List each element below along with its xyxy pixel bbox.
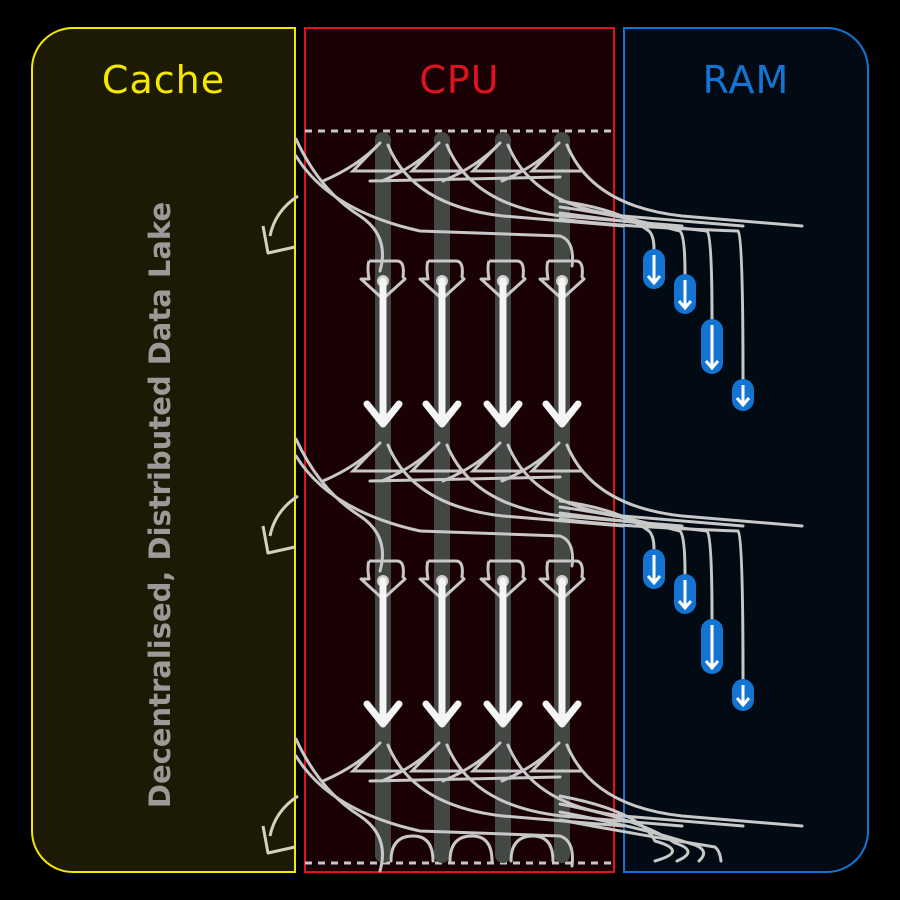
mix-wire	[408, 443, 464, 473]
mix-wire	[469, 743, 525, 773]
merge-nub	[448, 834, 494, 863]
left-entry-wire	[294, 737, 384, 873]
mix-wire	[368, 775, 562, 783]
mix-wire	[386, 443, 625, 528]
ram-pill-down-icon	[704, 360, 720, 371]
cache-out-arrow-icon	[261, 825, 296, 855]
cache-out-wire	[268, 494, 299, 537]
cache-out-wire	[268, 794, 299, 837]
mix-wire	[445, 443, 684, 528]
merge-arrow-icon	[418, 559, 466, 601]
down-arrow-icon	[422, 400, 462, 428]
down-arrow-icon	[483, 700, 523, 728]
mix-wire	[408, 743, 464, 773]
mix-wire	[349, 443, 405, 473]
ram-pill-down-icon	[704, 660, 720, 671]
ram-exit-wire	[558, 818, 723, 863]
ram-panel	[623, 27, 869, 873]
cache-out-wire	[268, 194, 299, 237]
mix-wire	[349, 143, 405, 173]
ram-pill-down-icon	[677, 600, 693, 611]
ram-pill-down-icon	[677, 300, 693, 311]
merge-arrow-icon	[538, 559, 586, 601]
cache-title: Cache	[101, 58, 226, 102]
merge-arrow-icon	[538, 259, 586, 301]
cache-out-arrow-icon	[261, 525, 296, 555]
mix-wire	[528, 143, 584, 173]
mix-wire	[565, 743, 804, 828]
left-entry-wire	[294, 137, 384, 273]
down-arrow-icon	[542, 700, 582, 728]
merge-nub	[389, 834, 435, 863]
mix-wire	[528, 743, 584, 773]
mix-wire	[321, 441, 382, 483]
cache-panel	[31, 27, 296, 873]
ram-pill-down-icon	[646, 275, 662, 286]
mix-wire	[321, 741, 382, 783]
mix-wire	[368, 475, 562, 483]
ram-pill-down-icon	[646, 575, 662, 586]
left-entry-wire	[294, 454, 574, 568]
mix-wire	[386, 143, 625, 228]
ram-pill-down-icon	[735, 697, 751, 708]
mix-wire	[565, 443, 804, 528]
merge-arrow-icon	[418, 259, 466, 301]
merge-nub	[509, 834, 555, 863]
mix-wire	[445, 143, 684, 228]
mix-wire	[528, 443, 584, 473]
merge-arrow-icon	[359, 559, 407, 601]
ram-wire	[558, 199, 656, 251]
mix-wire	[441, 141, 502, 183]
mix-wire	[469, 143, 525, 173]
ram-pill-down-icon	[735, 397, 751, 408]
down-arrow-icon	[542, 400, 582, 428]
ram-wire	[558, 499, 656, 551]
mix-wire	[368, 175, 562, 183]
ram-exit-wire	[558, 794, 674, 863]
merge-arrow-icon	[479, 259, 527, 301]
mix-wire	[565, 143, 804, 228]
ram-wire	[558, 517, 745, 681]
cpu-title: CPU	[419, 58, 500, 102]
mix-wire	[441, 741, 502, 783]
mix-wire	[445, 743, 684, 828]
mix-wire	[321, 141, 382, 183]
mix-wire	[408, 143, 464, 173]
left-entry-wire	[294, 437, 384, 573]
left-entry-wire	[294, 754, 574, 868]
mix-wire	[349, 743, 405, 773]
down-arrow-icon	[483, 400, 523, 428]
down-arrow-icon	[422, 700, 462, 728]
ram-title: RAM	[702, 58, 790, 102]
left-entry-wire	[294, 154, 574, 268]
mix-wire	[441, 441, 502, 483]
down-arrow-icon	[363, 700, 403, 728]
merge-arrow-icon	[359, 259, 407, 301]
mix-wire	[506, 743, 745, 828]
ram-wire	[558, 217, 745, 381]
cache-out-arrow-icon	[261, 225, 296, 255]
merge-arrow-icon	[479, 559, 527, 601]
mix-wire	[469, 443, 525, 473]
mix-wire	[386, 743, 625, 828]
down-arrow-icon	[363, 400, 403, 428]
